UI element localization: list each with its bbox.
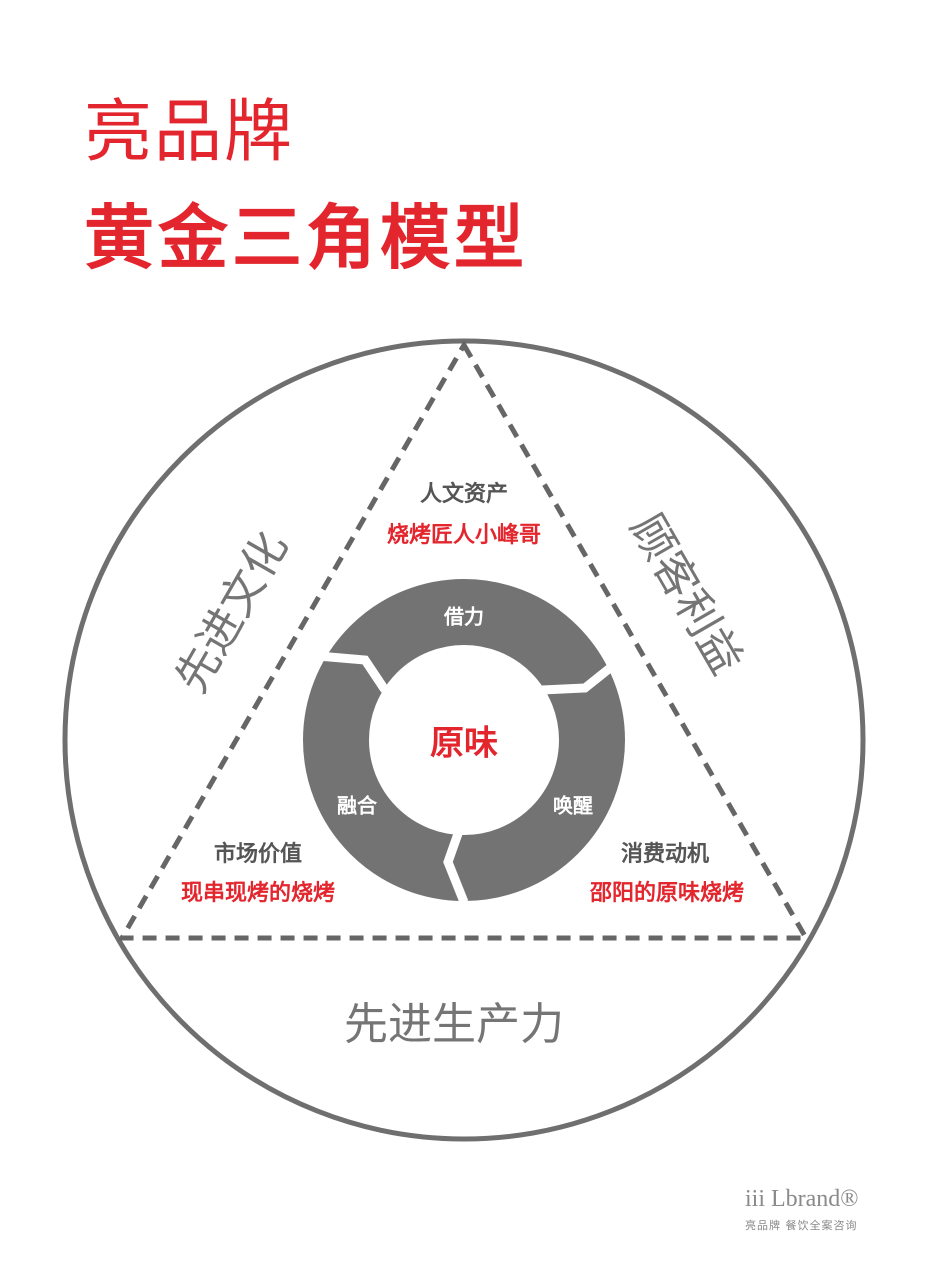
ring-segment-right: 唤醒 xyxy=(553,793,593,818)
dashed-triangle xyxy=(117,339,811,941)
corner-left-label: 市场价值 xyxy=(213,842,303,867)
page-title: 黄金三角模型 xyxy=(84,197,528,279)
ring-gap-bottom xyxy=(443,826,469,904)
corner-top-value: 烧烤匠人小峰哥 xyxy=(386,523,542,548)
corner-left-value: 现串现烤的烧烤 xyxy=(180,881,336,906)
side-label-bottom: 先进生产力 xyxy=(344,999,564,1050)
brand-title: 亮品牌 xyxy=(84,93,295,172)
corner-top-label: 人文资产 xyxy=(419,482,509,507)
ring-center-label: 原味 xyxy=(430,723,498,764)
ring-segment-top: 借力 xyxy=(444,604,484,629)
corner-right-label: 消费动机 xyxy=(620,842,710,867)
logo: iii Lbrand® xyxy=(745,1186,859,1212)
corner-right-value: 邵阳的原味烧烤 xyxy=(589,881,745,906)
ring xyxy=(303,579,625,904)
ring-gap-top-left xyxy=(317,651,389,693)
ring-segment-left: 融合 xyxy=(337,793,377,818)
logo-tagline: 亮品牌 餐饮全案咨询 xyxy=(745,1219,858,1232)
ring-gap-right xyxy=(541,664,613,695)
